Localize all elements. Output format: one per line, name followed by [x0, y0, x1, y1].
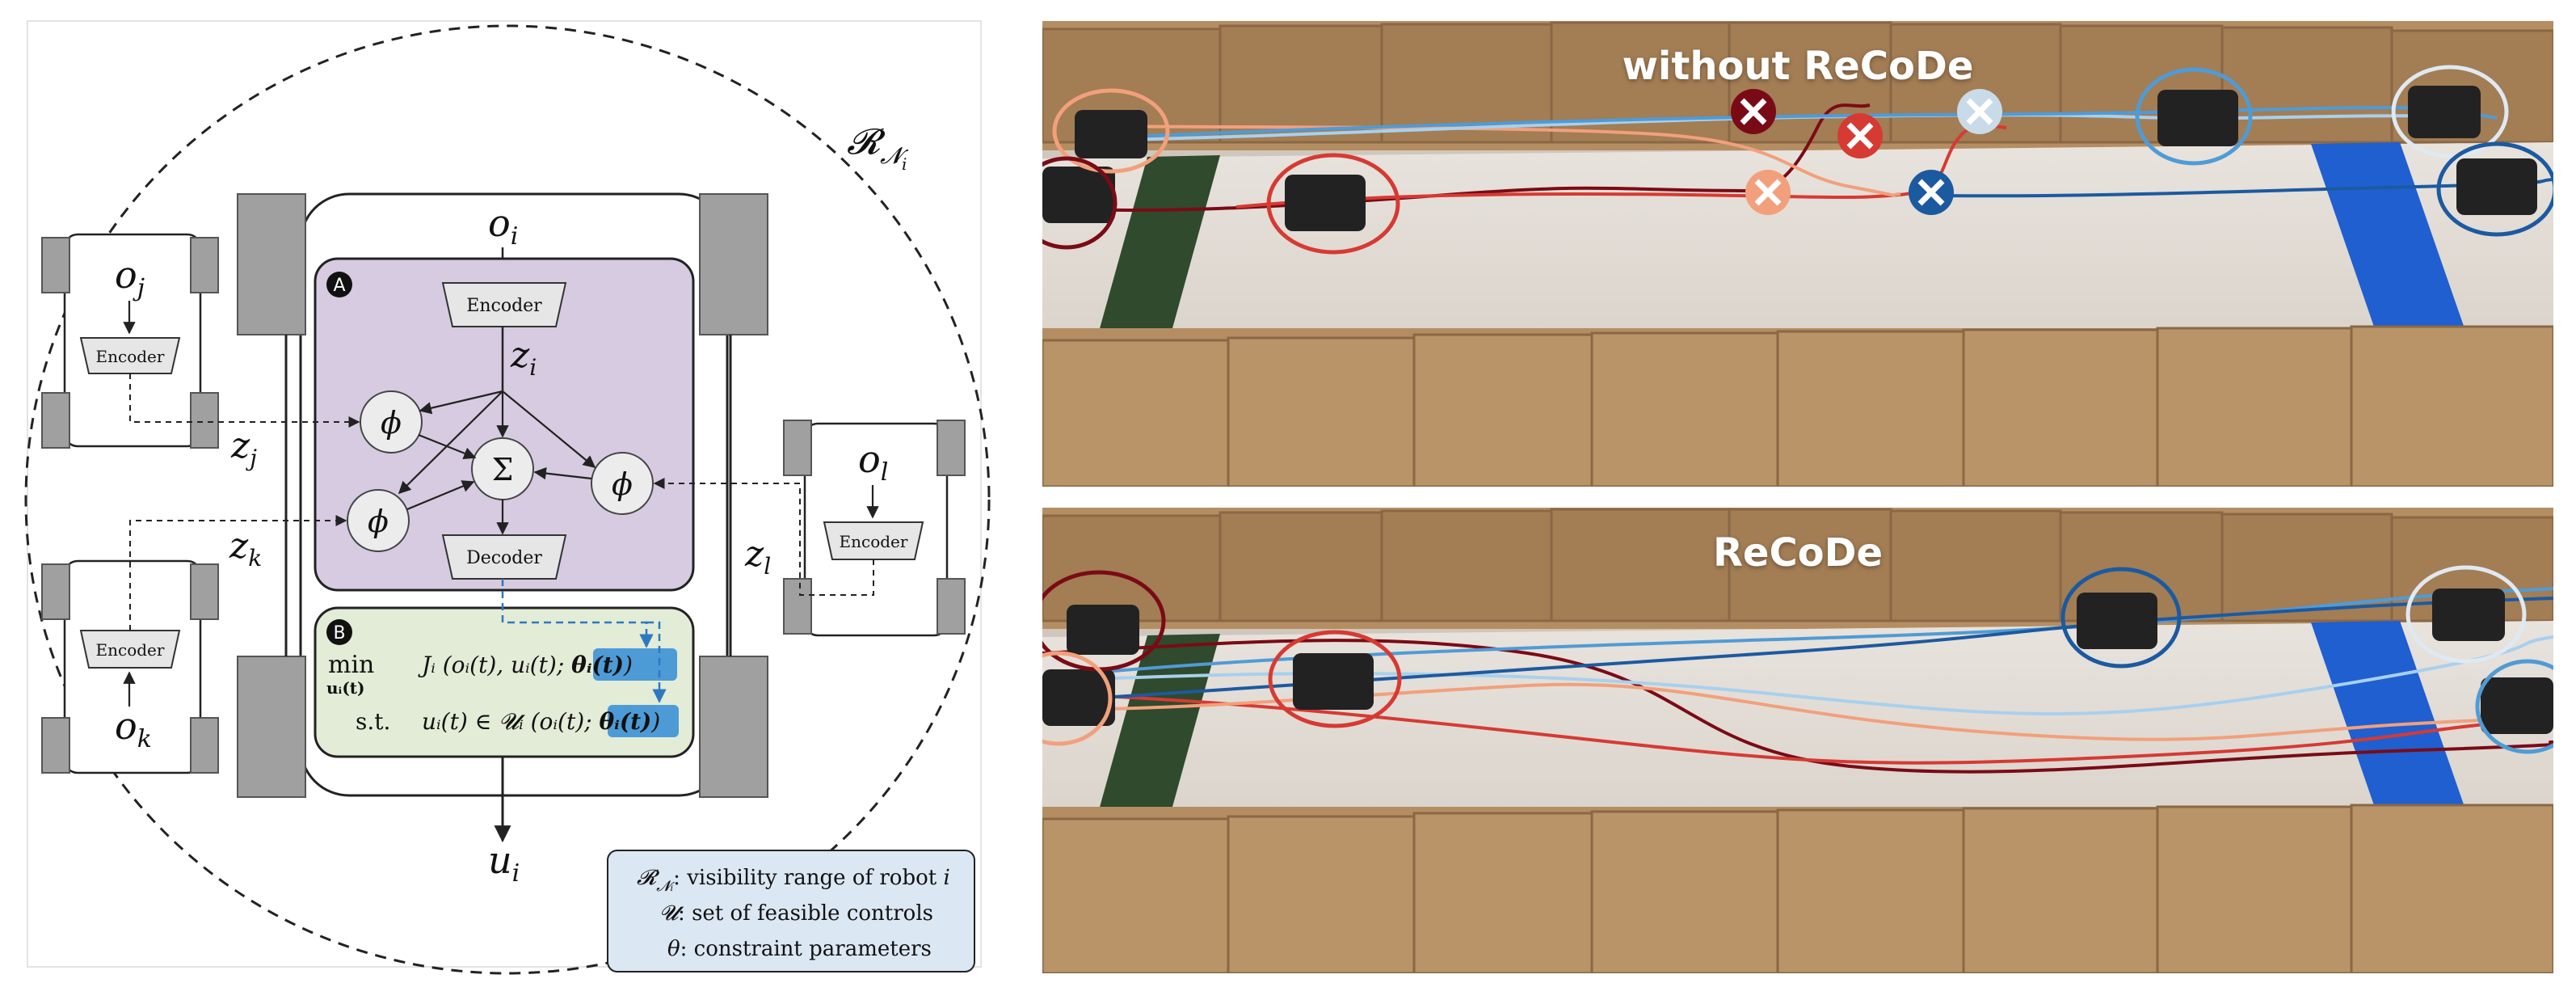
visibility-range-label: 𝓡𝓝i: [847, 121, 909, 174]
robot-marker-light-blue: [2391, 65, 2509, 158]
svg-text:ϕ: ϕ: [368, 504, 389, 539]
robot-marker-dark-red: [1042, 156, 1118, 250]
robot-j-latent: zj: [230, 425, 257, 471]
opt-min-sub: uᵢ(t): [326, 678, 365, 698]
robot-j-to-phi-link: [129, 373, 360, 428]
robot-l-encoder: [823, 521, 924, 560]
opt-objective: Jᵢ (oᵢ(t), uᵢ(t); θᵢ(t)): [418, 652, 633, 678]
robot-photo: [1042, 86, 2537, 231]
green-mat: [1091, 634, 1220, 839]
svg-text:ϕ: ϕ: [381, 405, 402, 441]
block-a: [314, 257, 695, 592]
robot-k-observation: ok: [115, 704, 152, 753]
svg-text:ϕ: ϕ: [612, 466, 633, 502]
robot-marker-mid-blue: [2135, 67, 2253, 166]
opt-constraint: uᵢ(t) ∈ 𝓤ᵢ (oᵢ(t); θᵢ(t)): [422, 708, 660, 735]
green-mat: [1091, 155, 1220, 361]
collision-marker-light-blue: [1957, 89, 2002, 134]
robot-marker-light-blue: [2406, 565, 2527, 664]
block-b-badge-label: B: [333, 623, 345, 643]
robot-i-latent: zi: [510, 335, 537, 381]
robot-l-observation: ol: [858, 437, 888, 487]
robot-i-output: ui: [488, 838, 520, 888]
robot-j-observation: oj: [115, 253, 145, 302]
robot-k-to-phi-link: [129, 515, 347, 631]
robot-photo: [1042, 589, 2553, 734]
robot-i-wheel-fl: [237, 193, 306, 335]
phi-node-right: [591, 452, 654, 515]
legend-item-constraint: θ: constraint parameters: [667, 937, 932, 961]
block-b: [314, 606, 695, 758]
photo-title-recode: ReCoDe: [1712, 530, 1884, 576]
robot-i-decoder: [441, 534, 567, 580]
collision-marker-dark-blue: [1909, 170, 1954, 215]
opt-st-label: s.t.: [356, 708, 390, 735]
objective-param-highlight: [593, 648, 677, 681]
robot-marker-salmon: [1052, 88, 1170, 174]
block-a-badge-label: A: [333, 276, 345, 296]
robot-marker-red: [1268, 630, 1402, 728]
legend-item-feasible: 𝓤: set of feasible controls: [659, 901, 933, 926]
svg-text:Σ: Σ: [492, 452, 514, 487]
robot-marker-salmon: [1042, 651, 1113, 746]
phi-node-top-left: [360, 390, 423, 454]
robot-k-latent: zk: [229, 525, 262, 572]
decoder-to-params-arrow: [501, 579, 654, 648]
block-b-badge: [326, 619, 352, 645]
robot-i-decoder-label: Decoder: [466, 548, 542, 568]
block-a-badge: [326, 272, 352, 297]
robot-i-encoder: [441, 282, 567, 327]
robot-i-wheel-fr: [699, 193, 768, 335]
robot-i-wheel-rl: [237, 656, 306, 798]
diagram-frame: [27, 20, 982, 968]
phi-node-bottom-left: [347, 489, 410, 552]
robot-l-to-phi-link: [653, 478, 874, 596]
robot-i-encoder-label: Encoder: [466, 296, 542, 316]
robot-j-encoder: [79, 337, 181, 374]
legend-box: [607, 850, 975, 972]
robot-l-latent: zl: [744, 534, 771, 580]
visibility-range-circle: [24, 24, 991, 975]
constraint-param-highlight: [608, 705, 679, 737]
opt-min-label: min: [328, 651, 374, 679]
robot-marker-dark-blue: [2436, 141, 2553, 237]
photo-title-without-recode: without ReCoDe: [1622, 44, 1974, 89]
robot-i-wheel-rr: [699, 656, 768, 798]
svg-text:Encoder: Encoder: [840, 532, 908, 551]
photo-with-recode: ReCoDe: [1042, 508, 2553, 973]
legend-item-visibility: 𝓡𝓝ᵢ: visibility range of robot i: [637, 866, 950, 895]
svg-text:Encoder: Encoder: [96, 640, 165, 660]
collision-marker-salmon: [1745, 170, 1791, 215]
photo-without-recode: without ReCoDe: [1042, 21, 2553, 487]
svg-text:Encoder: Encoder: [96, 347, 165, 366]
collision-marker-dark-red: [1731, 89, 1776, 134]
robot-marker-dark-blue: [2060, 567, 2182, 669]
robot-i-observation: oi: [488, 201, 518, 251]
robot-k-encoder: [79, 630, 181, 669]
collision-marker-red: [1837, 113, 1883, 158]
blue-mat: [2311, 621, 2464, 810]
robot-marker-mid-blue: [2475, 659, 2553, 754]
architecture-diagram: 𝓡𝓝i oi A Encoder zi ϕ ϕ Σ ϕ: [24, 20, 991, 975]
robot-marker-red: [1266, 153, 1400, 255]
